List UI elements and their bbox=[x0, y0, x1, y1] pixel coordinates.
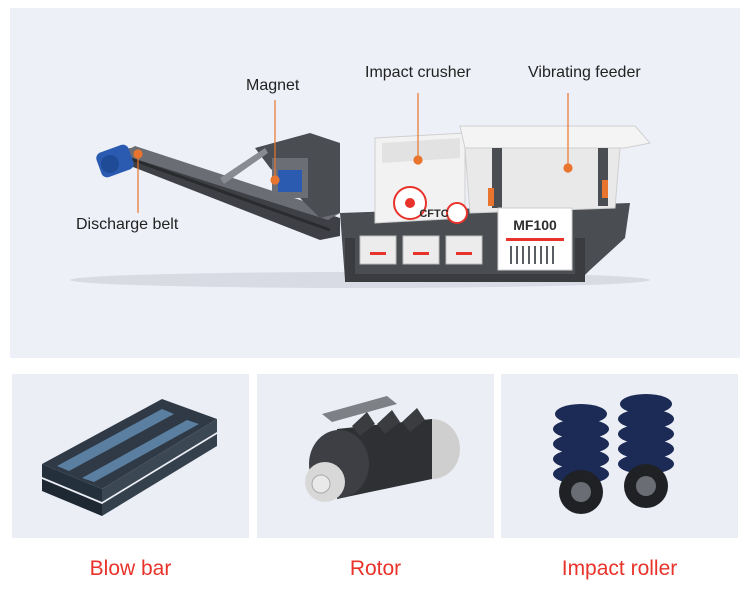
rotor-image bbox=[305, 396, 460, 502]
part-card-blow-bar: Blow bar bbox=[12, 374, 249, 600]
magnet-graphic bbox=[220, 133, 340, 218]
part-caption: Rotor bbox=[257, 538, 494, 600]
impact-crusher-graphic: CFTC bbox=[374, 132, 468, 224]
label-magnet: Magnet bbox=[246, 77, 300, 94]
label-impact-crusher: Impact crusher bbox=[365, 64, 471, 81]
vibrating-feeder-graphic bbox=[459, 125, 651, 214]
impact-roller-image bbox=[553, 394, 674, 514]
model-badge-panel: MF100 bbox=[497, 207, 573, 271]
brand-logo: CFTC bbox=[419, 208, 448, 220]
blow-bar-image bbox=[42, 399, 217, 516]
part-caption: Impact roller bbox=[501, 538, 738, 600]
machine-diagram: CFTC MF100 bbox=[10, 8, 740, 358]
part-card-rotor: Rotor bbox=[257, 374, 494, 600]
callout-lines bbox=[133, 93, 573, 213]
part-caption: Blow bar bbox=[12, 538, 249, 600]
model-badge: MF100 bbox=[513, 217, 557, 233]
discharge-belt-graphic bbox=[96, 144, 340, 240]
part-card-impact-roller: Impact roller bbox=[501, 374, 738, 600]
label-discharge-belt: Discharge belt bbox=[76, 216, 179, 233]
mobile-crusher-image: CFTC MF100 bbox=[70, 93, 651, 288]
label-vibrating-feeder: Vibrating feeder bbox=[528, 64, 641, 81]
